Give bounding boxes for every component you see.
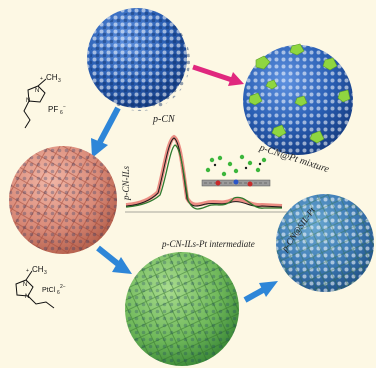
svg-text:6: 6 bbox=[57, 290, 60, 296]
svg-text:CH: CH bbox=[32, 265, 44, 274]
svg-text:3: 3 bbox=[44, 270, 47, 276]
svg-text:2−: 2− bbox=[60, 284, 66, 290]
svg-text:+: + bbox=[40, 76, 43, 82]
pcn-pt-mixture-sphere bbox=[243, 43, 353, 155]
pcn-ils-pt-intermediate-sphere bbox=[125, 252, 239, 366]
up-right-arrow-icon bbox=[243, 281, 278, 303]
down-right-arrow-icon bbox=[96, 245, 132, 274]
svg-text:6: 6 bbox=[60, 110, 63, 116]
imidazolium-ptcl6-structure-icon: N N + CH 3 PtCl 6 2− bbox=[15, 265, 66, 309]
svg-text:CH: CH bbox=[46, 73, 58, 82]
svg-text:PF: PF bbox=[48, 105, 58, 114]
svg-text:N: N bbox=[26, 98, 30, 104]
pcn-ils-pt-intermediate-label: p-CN-ILs-Pt intermediate bbox=[161, 239, 255, 249]
svg-text:N: N bbox=[35, 88, 39, 94]
svg-text:−: − bbox=[63, 104, 66, 110]
pcn-ils-sphere bbox=[9, 146, 117, 254]
pcn-sphere bbox=[87, 8, 190, 111]
down-arrow-icon bbox=[91, 106, 121, 158]
svg-text:+: + bbox=[26, 268, 29, 274]
svg-text:3: 3 bbox=[58, 78, 61, 84]
ion-adsorption-graphic bbox=[201, 154, 271, 187]
green-curve bbox=[125, 144, 282, 210]
svg-text:N: N bbox=[23, 282, 27, 288]
svg-text:PtCl: PtCl bbox=[42, 287, 56, 294]
ftir-curves-graphic bbox=[125, 134, 290, 213]
pcn-label: p-CN bbox=[152, 114, 176, 125]
pcn-sil-pt-sphere bbox=[276, 194, 374, 292]
pcn-ils-label: p-CN-ILs bbox=[121, 165, 131, 201]
right-arrow-icon bbox=[192, 64, 244, 86]
dark-curve bbox=[125, 137, 283, 208]
imidazolium-pf6-structure-icon: N N + CH 3 PF 6 − bbox=[23, 73, 66, 129]
svg-text:N: N bbox=[25, 294, 29, 300]
